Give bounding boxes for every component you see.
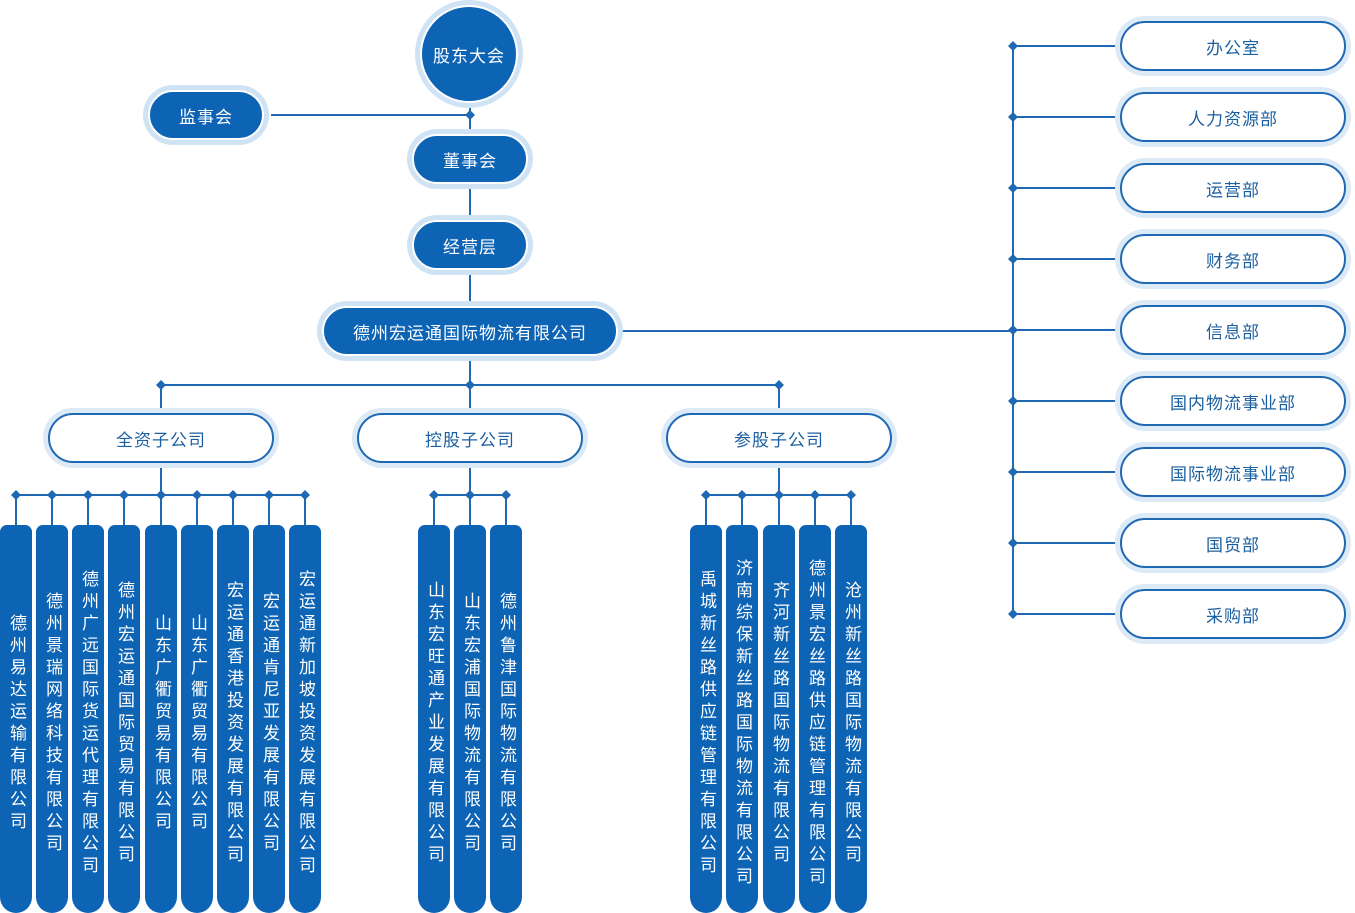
- category-wholly-owned[interactable]: 全资子公司: [48, 413, 274, 463]
- category-participated[interactable]: 参股子公司: [666, 413, 892, 463]
- category-controlled[interactable]: 控股子公司: [357, 413, 583, 463]
- subsidiary-column[interactable]: 宏运通肯尼亚发展有限公司: [253, 525, 285, 913]
- subsidiary-column[interactable]: 德州广远国际货运代理有限公司: [72, 525, 104, 913]
- department-node[interactable]: 办公室: [1120, 21, 1346, 71]
- subsidiary-column[interactable]: 德州易达运输有限公司: [0, 525, 32, 913]
- department-node[interactable]: 信息部: [1120, 305, 1346, 355]
- shareholders-meeting-node[interactable]: 股东大会: [420, 5, 518, 103]
- company-node[interactable]: 德州宏运通国际物流有限公司: [322, 306, 618, 356]
- department-node[interactable]: 运营部: [1120, 163, 1346, 213]
- subsidiary-column[interactable]: 济南综保新丝路国际物流有限公司: [726, 525, 758, 913]
- subsidiary-column[interactable]: 禹城新丝路供应链管理有限公司: [690, 525, 722, 913]
- department-node[interactable]: 国内物流事业部: [1120, 376, 1346, 426]
- subsidiary-column[interactable]: 山东宏浦国际物流有限公司: [454, 525, 486, 913]
- management-node[interactable]: 经营层: [412, 220, 528, 270]
- junction-marker: [465, 110, 475, 120]
- supervisory-board-node[interactable]: 监事会: [148, 90, 264, 140]
- department-node[interactable]: 人力资源部: [1120, 92, 1346, 142]
- subsidiary-column[interactable]: 宏运通新加坡投资发展有限公司: [289, 525, 321, 913]
- subsidiary-column[interactable]: 德州景瑞网络科技有限公司: [36, 525, 68, 913]
- board-of-directors-node[interactable]: 董事会: [412, 134, 528, 184]
- subsidiary-column[interactable]: 德州鲁津国际物流有限公司: [490, 525, 522, 913]
- subsidiary-column[interactable]: 山东广衢贸易有限公司: [145, 525, 177, 913]
- subsidiary-column[interactable]: 齐河新丝路国际物流有限公司: [763, 525, 795, 913]
- department-node[interactable]: 采购部: [1120, 589, 1346, 639]
- subsidiary-column[interactable]: 山东宏旺通产业发展有限公司: [418, 525, 450, 913]
- subsidiary-column[interactable]: 德州景宏丝路供应链管理有限公司: [799, 525, 831, 913]
- subsidiary-column[interactable]: 宏运通香港投资发展有限公司: [217, 525, 249, 913]
- subsidiary-column[interactable]: 德州宏运通国际贸易有限公司: [108, 525, 140, 913]
- department-node[interactable]: 国贸部: [1120, 518, 1346, 568]
- subsidiary-column[interactable]: 山东广衢贸易有限公司: [181, 525, 213, 913]
- department-node[interactable]: 国际物流事业部: [1120, 447, 1346, 497]
- subsidiary-column[interactable]: 沧州新丝路国际物流有限公司: [835, 525, 867, 913]
- department-node[interactable]: 财务部: [1120, 234, 1346, 284]
